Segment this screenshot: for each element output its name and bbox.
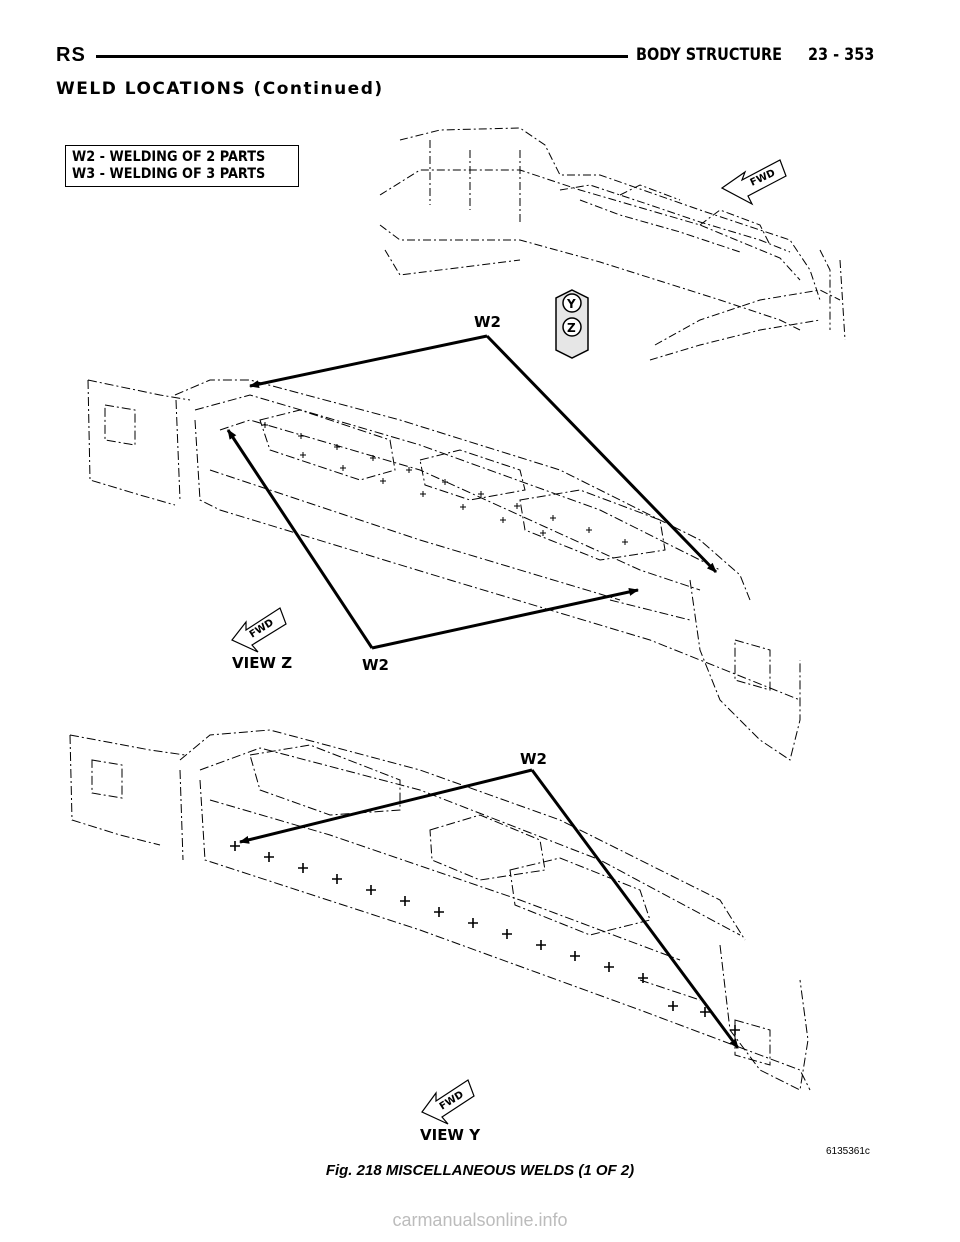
view-y-weld-marks [230, 841, 740, 1035]
page-header: RS BODY STRUCTURE 23 - 353 [0, 0, 960, 70]
watermark: carmanualsonline.info [392, 1210, 568, 1230]
fwd-arrow-top [720, 159, 787, 206]
fwd-arrow-view-z [231, 607, 287, 653]
section-subtitle: WELD LOCATIONS (Continued) [56, 79, 384, 99]
figure-caption: Fig. 218 MISCELLANEOUS WELDS (1 OF 2) [325, 1162, 635, 1179]
header-rule [96, 55, 628, 58]
w2-label-view-y: W2 [520, 750, 547, 768]
fwd-arrow-view-y [421, 1079, 475, 1125]
header-section: BODY STRUCTURE [636, 45, 783, 65]
view-z-label: VIEW Z [232, 654, 293, 672]
marker-z-label: Z [567, 321, 576, 335]
view-y-drawing [69, 729, 811, 1091]
legend-line-w2: W2 - WELDING OF 2 PARTS [72, 149, 266, 165]
legend-line-w3: W3 - WELDING OF 3 PARTS [72, 166, 266, 182]
marker-y-label: Y [566, 297, 576, 311]
w2-label-view-z: W2 [362, 656, 389, 674]
header-model: RS [56, 44, 86, 66]
figure-code: 6135361c [826, 1146, 870, 1157]
view-z-weld-marks [262, 422, 628, 545]
view-marker-icon [555, 289, 589, 359]
view-y-leader-arrows [239, 768, 740, 1049]
header-page-number: 23 - 353 [808, 45, 875, 65]
view-z-leader-arrows [226, 334, 718, 650]
w2-label-top: W2 [474, 313, 501, 331]
top-overview-drawing [379, 127, 846, 361]
weld-legend-box: W2 - WELDING OF 2 PARTS W3 - WELDING OF … [65, 145, 299, 187]
view-z-drawing [87, 379, 801, 761]
view-y-label: VIEW Y [420, 1126, 481, 1144]
